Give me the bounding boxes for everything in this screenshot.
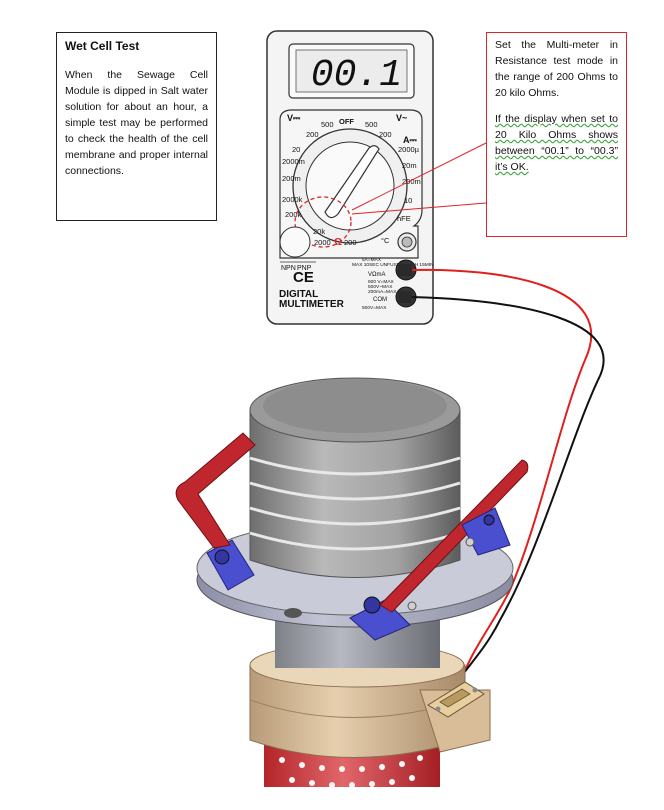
dial-label-2000m: 2000m <box>282 157 305 166</box>
cap-fin-3 <box>249 506 461 526</box>
plate-hole <box>284 608 302 618</box>
socket-label-npn: NPN <box>281 265 296 272</box>
sewage-cell-module <box>175 377 529 788</box>
jack-label-vmax: 600 V=MAX <box>368 279 395 285</box>
dial-label-200-ohm: 200 <box>344 238 357 247</box>
right-handle <box>379 459 529 613</box>
jack-label-unfused: MAX 10SEC UNFUSED EACH 15MIN <box>352 262 434 268</box>
ce-mark: CE <box>293 269 314 286</box>
black-probe-plug <box>398 291 412 303</box>
red-probe-lead <box>411 268 593 691</box>
cap-fin-4 <box>249 531 461 551</box>
temp-socket-inner <box>401 236 413 248</box>
brand-line-1: DIGITAL <box>279 289 318 300</box>
dial-label-200a: 200 <box>306 130 319 139</box>
dial-label-200m-a: 200m <box>402 177 421 186</box>
jack-label-com-max: 500V=MAX <box>362 305 387 311</box>
red-probe-plug <box>398 264 412 276</box>
dial-label-20: 20 <box>292 145 300 154</box>
front-clamp-bolt <box>363 596 381 614</box>
dial-label-2000u: 2000µ <box>398 145 420 154</box>
dial-label-2000: 2000 <box>314 238 331 247</box>
dial-label-200m: 200m <box>282 174 301 183</box>
right-clamp-bolt <box>483 514 495 526</box>
ohm-range-highlight <box>294 196 352 248</box>
cap-top-recess <box>263 379 447 433</box>
dial-label-20m: 20m <box>402 161 417 170</box>
leader-line-range <box>351 202 487 215</box>
jack-label-vohm: VΩmA <box>368 272 386 278</box>
dial-label-20k: 20k <box>313 227 325 236</box>
dial-label-500b: 500 <box>365 120 378 129</box>
multimeter: 00.1 V⎓ V~ OFF 500 200 20 2000m 200m 500… <box>266 30 434 325</box>
plate-screw-1 <box>407 601 417 611</box>
tube-perforations <box>279 755 423 788</box>
info-box-body: When the Sewage Cell Module is dipped in… <box>65 69 208 177</box>
display-reading: 00.1 <box>311 54 402 97</box>
dial-label-ohm: Ω <box>334 237 342 248</box>
cap-fin-1 <box>249 456 461 476</box>
dial-label-2000k: 2000k <box>282 195 303 204</box>
black-probe-lead <box>411 296 605 691</box>
dial-label-10: 10 <box>404 196 412 205</box>
terminal-screw-left <box>435 706 441 712</box>
jack-label-com: COM <box>373 297 387 303</box>
instruction-box: Set the Multi-meter in Resistance test m… <box>486 32 627 237</box>
leader-line-dial <box>351 142 487 211</box>
socket-label-pnp: PNP <box>297 265 312 272</box>
cap-fin-2 <box>249 481 461 501</box>
dial-label-500a: 500 <box>321 120 334 129</box>
instruction-para-1: Set the Multi-meter in Resistance test m… <box>495 39 618 99</box>
dial-label-hfe: hFE <box>397 214 411 223</box>
terminal-block <box>439 688 471 708</box>
dial-label-200k: 200k <box>285 210 302 219</box>
instruction-para-2: If the display when set to 20 Kilo Ohms … <box>495 113 618 173</box>
dial-label-off: OFF <box>339 117 354 126</box>
display-lcd <box>295 49 408 93</box>
jack-label-amax: 5A=MAX <box>362 257 382 263</box>
brand-line-2: MULTIMETER <box>279 299 345 310</box>
plate-screw-2 <box>465 537 475 547</box>
left-handle <box>175 432 256 549</box>
info-box: Wet Cell Test When the Sewage Cell Modul… <box>56 32 217 221</box>
dial-pointer[interactable] <box>324 145 380 219</box>
jack-label-fused: 200mA=MAX FUSED <box>368 289 415 295</box>
dial-label-dcv: V⎓ <box>287 113 301 123</box>
terminal-screw-right <box>472 687 478 693</box>
dial-label-acv: V~ <box>396 113 407 123</box>
transistor-socket[interactable] <box>279 226 311 258</box>
info-box-title: Wet Cell Test <box>65 39 140 53</box>
left-clamp-bolt <box>214 549 230 565</box>
dial-label-temp: °C <box>381 236 390 245</box>
dial-label-200b: 200 <box>379 130 392 139</box>
jack-label-vmax2: 500V~MAX <box>368 284 393 290</box>
dial-label-dca: A⎓ <box>403 135 417 145</box>
finned-cap <box>249 409 461 578</box>
